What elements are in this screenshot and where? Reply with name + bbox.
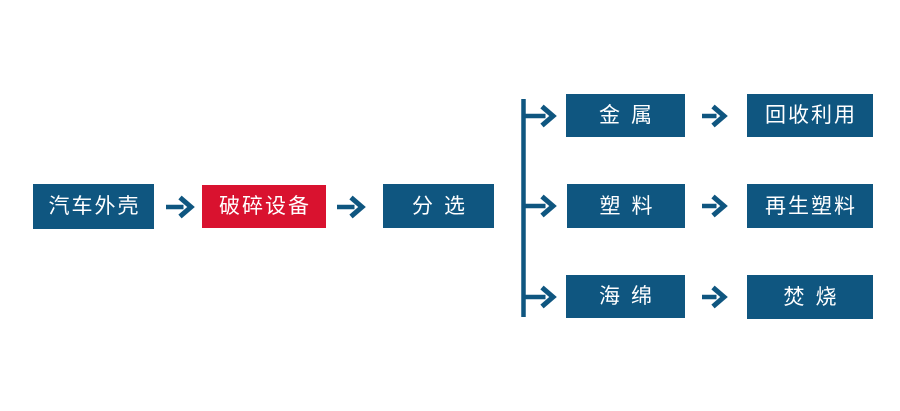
arrow-car-shell-to-crusher-icon [166, 195, 195, 219]
node-sorting-label: 分选 [412, 194, 476, 218]
node-recycling-label: 回收利用 [765, 104, 857, 127]
arrow-metal-to-recycling-icon [702, 104, 728, 128]
node-sponge: 海绵 [566, 275, 685, 318]
node-recycled-plastic-label: 再生塑料 [765, 194, 857, 218]
node-metal-label: 金属 [599, 104, 663, 127]
node-car-shell: 汽车外壳 [33, 184, 154, 229]
arrow-branch-to-plastic-icon [524, 194, 557, 218]
node-incineration-label: 焚烧 [783, 285, 848, 309]
arrow-branch-to-sponge-icon [524, 285, 557, 309]
arrow-sponge-to-incineration-icon [702, 285, 728, 309]
node-car-shell-label: 汽车外壳 [48, 195, 141, 218]
node-crusher-label: 破碎设备 [219, 195, 311, 218]
node-crusher: 破碎设备 [202, 185, 326, 228]
arrow-branch-to-metal-icon [524, 104, 557, 128]
node-metal: 金属 [566, 94, 685, 137]
arrow-plastic-to-recycled-plastic-icon [702, 194, 728, 218]
node-recycled-plastic: 再生塑料 [747, 184, 873, 228]
node-sponge-label: 海绵 [599, 285, 663, 308]
arrow-crusher-to-sorting-icon [337, 195, 366, 219]
node-incineration: 焚烧 [747, 275, 873, 319]
node-recycling: 回收利用 [747, 94, 873, 137]
node-plastic: 塑料 [567, 184, 685, 228]
node-plastic-label: 塑料 [599, 194, 664, 218]
node-sorting: 分选 [383, 184, 494, 228]
